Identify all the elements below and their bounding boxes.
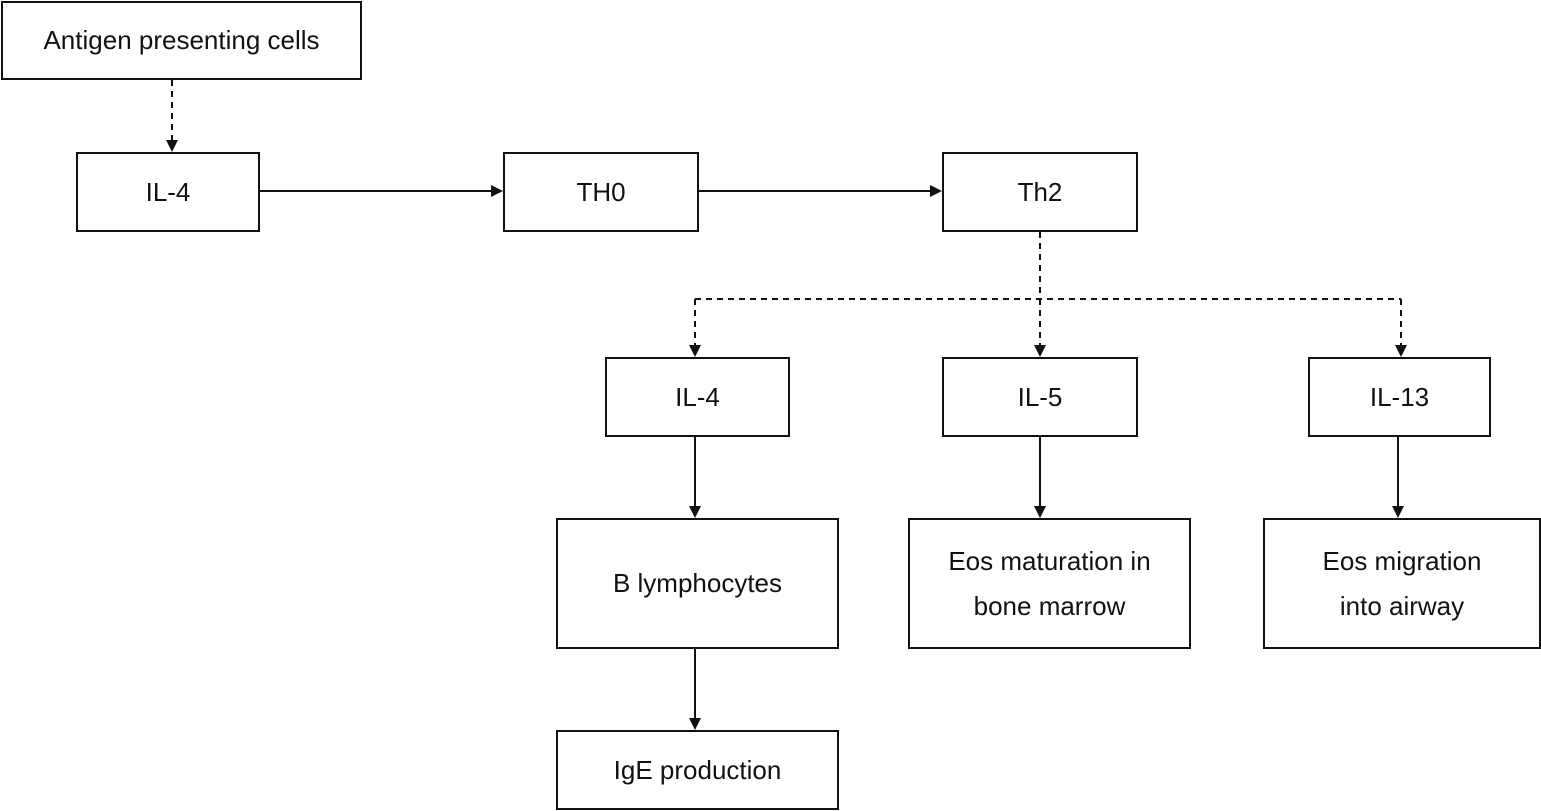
node-il4-top: IL-4 (76, 152, 260, 232)
node-th0: TH0 (503, 152, 699, 232)
node-label: B lymphocytes (612, 568, 783, 598)
node-label-line-1: Eos maturation in (948, 545, 1151, 576)
node-label-line-1: Eos migration (1322, 545, 1482, 576)
node-label: IL-5 (1017, 381, 1063, 412)
node-label: IL-4 (675, 381, 720, 412)
node-label: Th2 (1017, 176, 1063, 207)
node-label: TH0 (576, 176, 626, 207)
node-il5: IL-5 (942, 357, 1138, 437)
node-label: IL-13 (1369, 381, 1430, 412)
node-label-line-2: into airway (1339, 590, 1465, 621)
node-label: Antigen presenting cells (43, 25, 320, 55)
node-ige-production: IgE production (556, 730, 839, 810)
node-eos-maturation: Eos maturation in bone marrow (908, 518, 1191, 649)
node-b-lymphocytes: B lymphocytes (556, 518, 839, 649)
node-th2: Th2 (942, 152, 1138, 232)
node-label-line-2: bone marrow (973, 590, 1126, 621)
node-il4: IL-4 (605, 357, 790, 437)
node-label-group: Eos maturation in bone marrow (948, 539, 1150, 629)
node-label-group: Eos migration into airway (1323, 539, 1482, 629)
node-il13: IL-13 (1308, 357, 1491, 437)
node-label: IL-4 (145, 176, 191, 207)
node-antigen-presenting-cells: Antigen presenting cells (1, 1, 362, 80)
node-label: IgE production (613, 754, 782, 785)
node-eos-migration: Eos migration into airway (1263, 518, 1541, 649)
